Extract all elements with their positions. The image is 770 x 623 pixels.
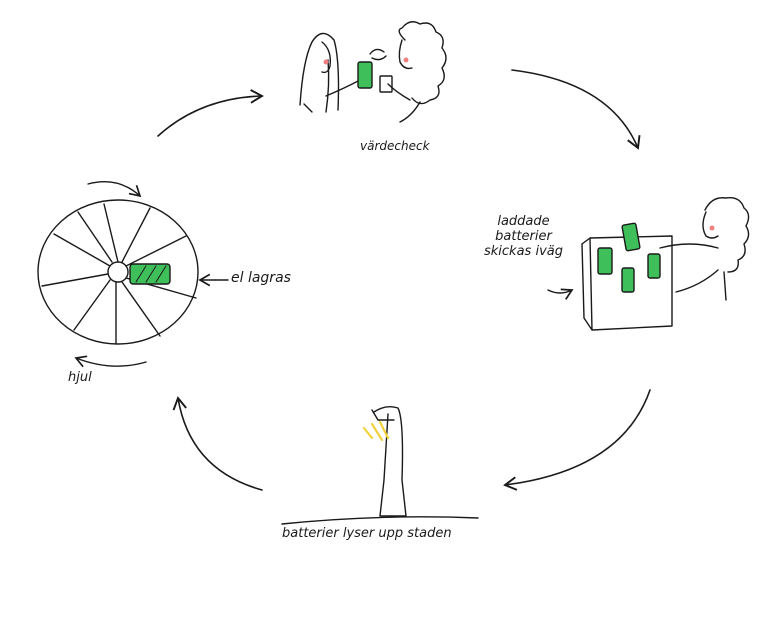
cycle-arrows xyxy=(157,69,651,491)
person-left-cheek xyxy=(323,59,329,65)
street-lamp-scene xyxy=(281,405,479,525)
wheel-rotation-bottom-arrow xyxy=(74,355,147,368)
label-wheel: hjul xyxy=(68,370,92,385)
ground-line xyxy=(281,516,479,525)
label-batteries-sent-line1: laddade xyxy=(497,214,550,229)
person-left-hair xyxy=(299,32,340,113)
person-left-face xyxy=(321,41,332,74)
wheel-spokes xyxy=(41,203,197,345)
person-right-face xyxy=(398,39,413,70)
label-value-check: värdecheck xyxy=(360,139,430,153)
arrow-right-to-bottom xyxy=(503,389,651,491)
wheel-rim xyxy=(37,199,199,345)
box-person-face xyxy=(702,211,719,239)
lamp-head xyxy=(371,409,395,421)
lamp-post xyxy=(373,405,407,517)
box-person-cheek xyxy=(709,225,715,231)
box-battery-icon-2 xyxy=(621,222,641,252)
exchange-scene xyxy=(299,21,447,123)
box-person-body xyxy=(723,271,727,301)
arrow-top-to-right xyxy=(511,69,641,150)
arrow-left-to-top xyxy=(157,89,264,137)
box-battery-icon-4 xyxy=(647,253,661,279)
person-right-cheek xyxy=(403,57,409,63)
wheel-hub xyxy=(107,261,129,283)
label-lights-city: batterier lyser upp staden xyxy=(282,526,452,541)
box-battery-icon-3 xyxy=(621,267,635,293)
exchange-battery-icon xyxy=(357,61,373,89)
box-battery-icon-1 xyxy=(597,247,613,275)
swap-icon xyxy=(369,48,387,61)
wheel-scene xyxy=(37,181,229,368)
wheel-rotation-top-arrow xyxy=(87,181,142,198)
battery-box-scene xyxy=(547,197,750,331)
box-person-hair xyxy=(704,197,750,273)
box-person-arm xyxy=(659,243,719,293)
box-outline xyxy=(581,235,673,331)
person-left-arm xyxy=(325,79,361,97)
label-batteries-sent: laddade batterier skickas iväg xyxy=(484,214,563,260)
arrow-bottom-to-left xyxy=(172,396,263,491)
lamp-light-icon xyxy=(362,420,390,442)
label-energy-stored: el lagras xyxy=(231,270,291,286)
person-right-arm xyxy=(387,83,421,123)
label-batteries-sent-line3: skickas iväg xyxy=(484,243,563,259)
wheel-battery-icon xyxy=(129,263,171,285)
value-check-card-icon xyxy=(379,75,393,93)
wheel-battery-hatch xyxy=(135,265,167,283)
person-right-hair xyxy=(398,21,447,105)
label-batteries-sent-line2: batterier xyxy=(495,228,552,244)
label-pointer-arrow xyxy=(547,288,574,300)
